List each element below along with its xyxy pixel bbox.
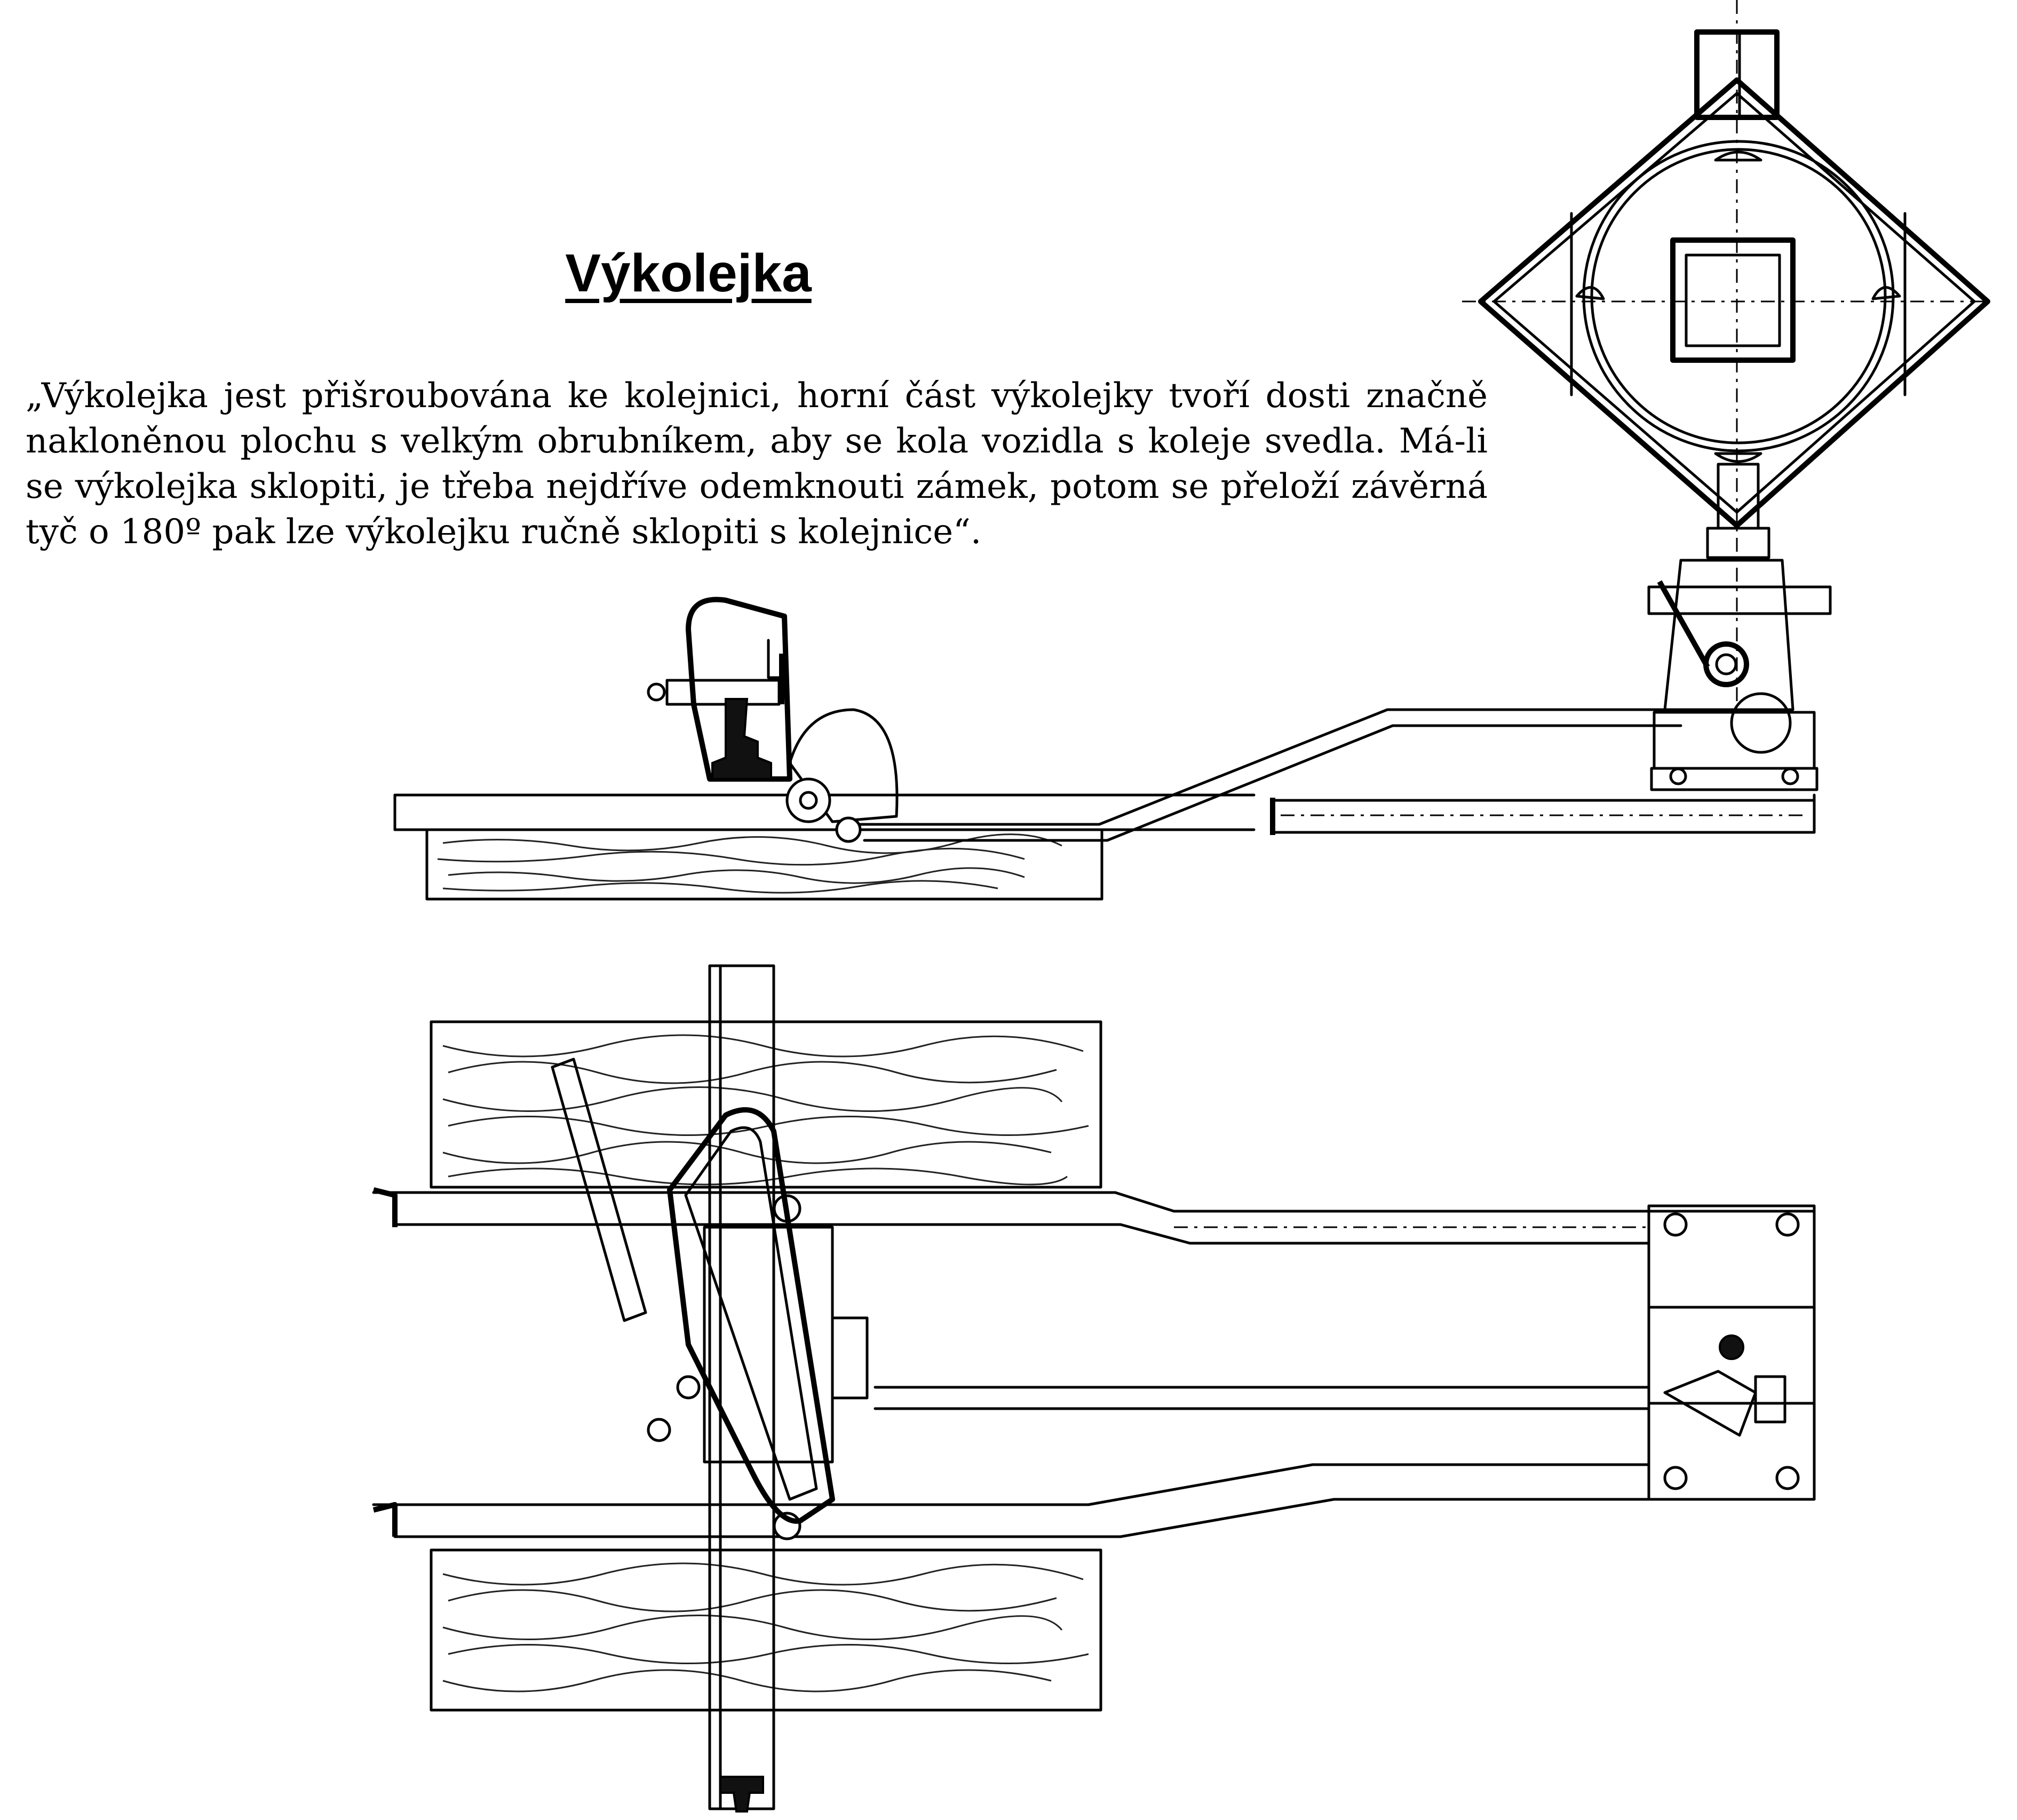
quote-line: „Výkolejka jest přišroubována ke kolejni…	[26, 376, 1488, 416]
quote-line: se výkolejka sklopiti, je třeba nejdříve…	[26, 467, 1488, 506]
plan-view	[372, 964, 1816, 1813]
quote-line: nakloněnou plochu s velkým obrubníkem, a…	[26, 422, 1488, 461]
description-quote: „Výkolejka jest přišroubována ke kolejni…	[26, 373, 1488, 555]
page-title: Výkolejka	[565, 243, 812, 303]
side-view	[393, 597, 1816, 901]
signal-lantern	[1462, 0, 1990, 791]
quote-line: tyč o 180º pak lze výkolejku ručně sklop…	[26, 512, 982, 552]
